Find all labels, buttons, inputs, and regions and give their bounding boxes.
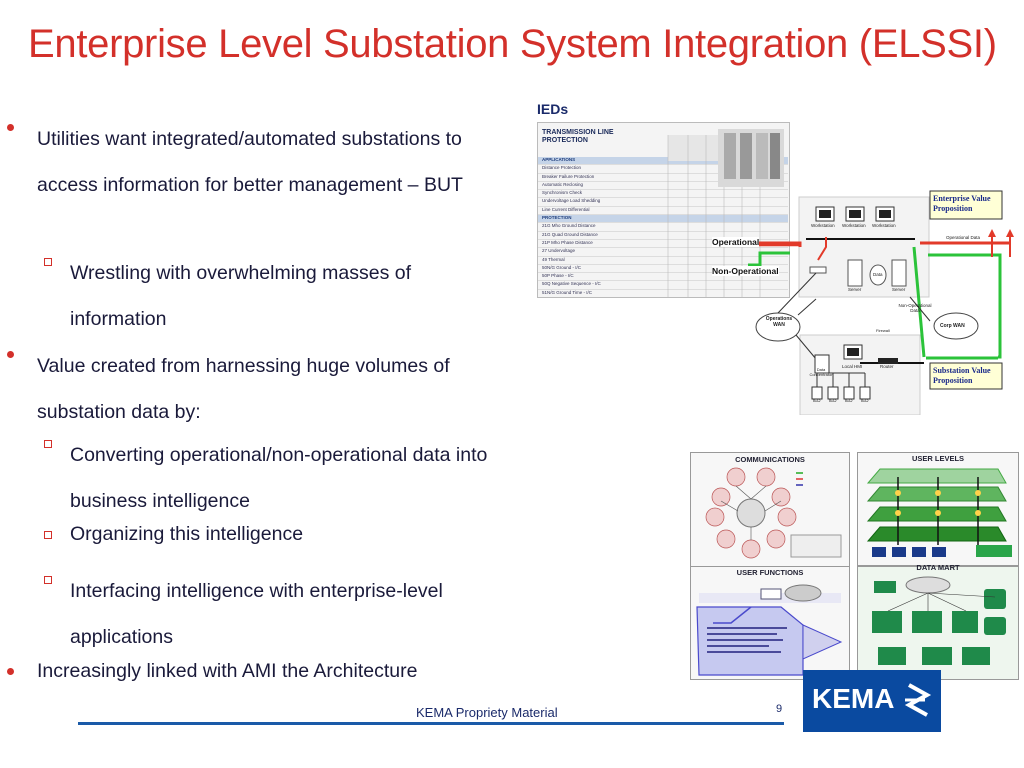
sub-bullet-interfacing: Interfacing intelligence with enterprise…	[44, 568, 490, 660]
user-levels-thumbnail: USER LEVELS	[857, 452, 1019, 566]
slide-title: Enterprise Level Substation System Integ…	[28, 22, 997, 66]
kema-logo: KEMA	[803, 670, 941, 732]
table-row: 27 Undervoltage	[538, 248, 788, 257]
ied-protection-table: TRANSMISSION LINE PROTECTION APPLICATION…	[537, 122, 790, 298]
server-label: Server	[892, 287, 906, 292]
logo-wordmark: KEMA	[803, 670, 941, 732]
server-label: Server	[848, 287, 862, 292]
operations-wan-label: Operations WAN	[765, 316, 793, 328]
square-bullet-icon	[44, 576, 52, 584]
bullet-dot-icon	[7, 124, 14, 131]
data-mart-thumbnail: DATA MART	[857, 563, 1019, 680]
page-number: 9	[776, 703, 783, 715]
bullet-dot-icon	[7, 668, 14, 675]
firewall-label: Firewall	[876, 328, 890, 333]
ied-label: IED	[829, 398, 837, 403]
ied-label: IED	[861, 398, 869, 403]
data-concentrator-label: Data Concentrator	[809, 367, 833, 377]
workstation-label: Workstation	[872, 223, 896, 228]
ied-label: IED	[813, 398, 821, 403]
table-row: 21G Mho Ground Distance	[538, 223, 788, 232]
communications-thumbnail: COMMUNICATIONS	[690, 452, 850, 568]
ied-label: IED	[845, 398, 853, 403]
non-operational-label: Non-Operational	[712, 266, 779, 276]
table-row: 50P Phase - I/C	[538, 273, 788, 282]
table-row: Synchronism Check	[538, 190, 788, 199]
workstation-label: Workstation	[811, 223, 835, 228]
network-architecture-diagram	[748, 190, 1014, 415]
table-row: 50N/G Ground - I/C	[538, 265, 788, 274]
non-operational-data-label: Non-Operational Data	[898, 303, 932, 313]
table-row: 21P Mho Phase Distance	[538, 240, 788, 249]
sub-bullet-wrestling: Wrestling with overwhelming masses of in…	[44, 250, 490, 342]
sub-bullet-converting: Converting operational/non-operational d…	[44, 432, 490, 524]
footer-text: KEMA Propriety Material	[416, 705, 558, 720]
table-row: Undervoltage Load Shedding	[538, 198, 788, 207]
operational-label: Operational	[712, 237, 760, 247]
square-bullet-icon	[44, 440, 52, 448]
corp-wan-label: Corp WAN	[940, 323, 965, 329]
bullet-utilities: Utilities want integrated/automated subs…	[7, 116, 507, 208]
bullet-dot-icon	[7, 351, 14, 358]
substation-value-label: Substation Value Proposition	[933, 366, 991, 385]
footer-rule	[78, 722, 784, 725]
table-row: 50Q Negative Sequence - I/C	[538, 281, 788, 290]
user-functions-graphic	[696, 584, 843, 676]
router-label: Router	[880, 364, 894, 369]
communications-graphic	[705, 467, 842, 559]
user-functions-thumbnail: USER FUNCTIONS	[690, 566, 850, 680]
sub-bullet-organizing: Organizing this intelligence	[44, 523, 490, 546]
table-section-protection: PROTECTION	[538, 215, 788, 224]
bullet-ami: Increasingly linked with AMI the Archite…	[7, 660, 507, 683]
kema-mark-icon	[904, 683, 932, 717]
square-bullet-icon	[44, 531, 52, 539]
ieds-label: IEDs	[537, 101, 569, 117]
table-row: 21G Quad Ground Distance	[538, 232, 788, 240]
data-mart-graphic	[872, 576, 1006, 665]
workstation-label: Workstation	[842, 223, 866, 228]
table-section-applications: APPLICATIONS	[538, 157, 788, 166]
table-grid-graphic	[667, 129, 784, 297]
table-row: Automatic Reclosing	[538, 182, 788, 191]
table-row: Line Current Differential	[538, 207, 788, 216]
table-title: TRANSMISSION LINE PROTECTION	[542, 129, 614, 144]
square-bullet-icon	[44, 258, 52, 266]
table-row: 49 Thermal	[538, 257, 788, 265]
table-row: Distance Protection	[538, 165, 788, 174]
operational-data-label: Operational Data	[946, 235, 981, 240]
user-levels-graphic	[866, 468, 1012, 557]
table-row: 51N/G Ground Time - I/C	[538, 290, 788, 297]
enterprise-value-label: Enterprise Value Proposition	[933, 194, 991, 213]
data-store-label: Data	[873, 272, 883, 277]
local-hmi-label: Local HMI	[842, 364, 863, 369]
table-row: Breaker Failure Protection	[538, 174, 788, 182]
bullet-value-created: Value created from harnessing huge volum…	[7, 343, 507, 435]
